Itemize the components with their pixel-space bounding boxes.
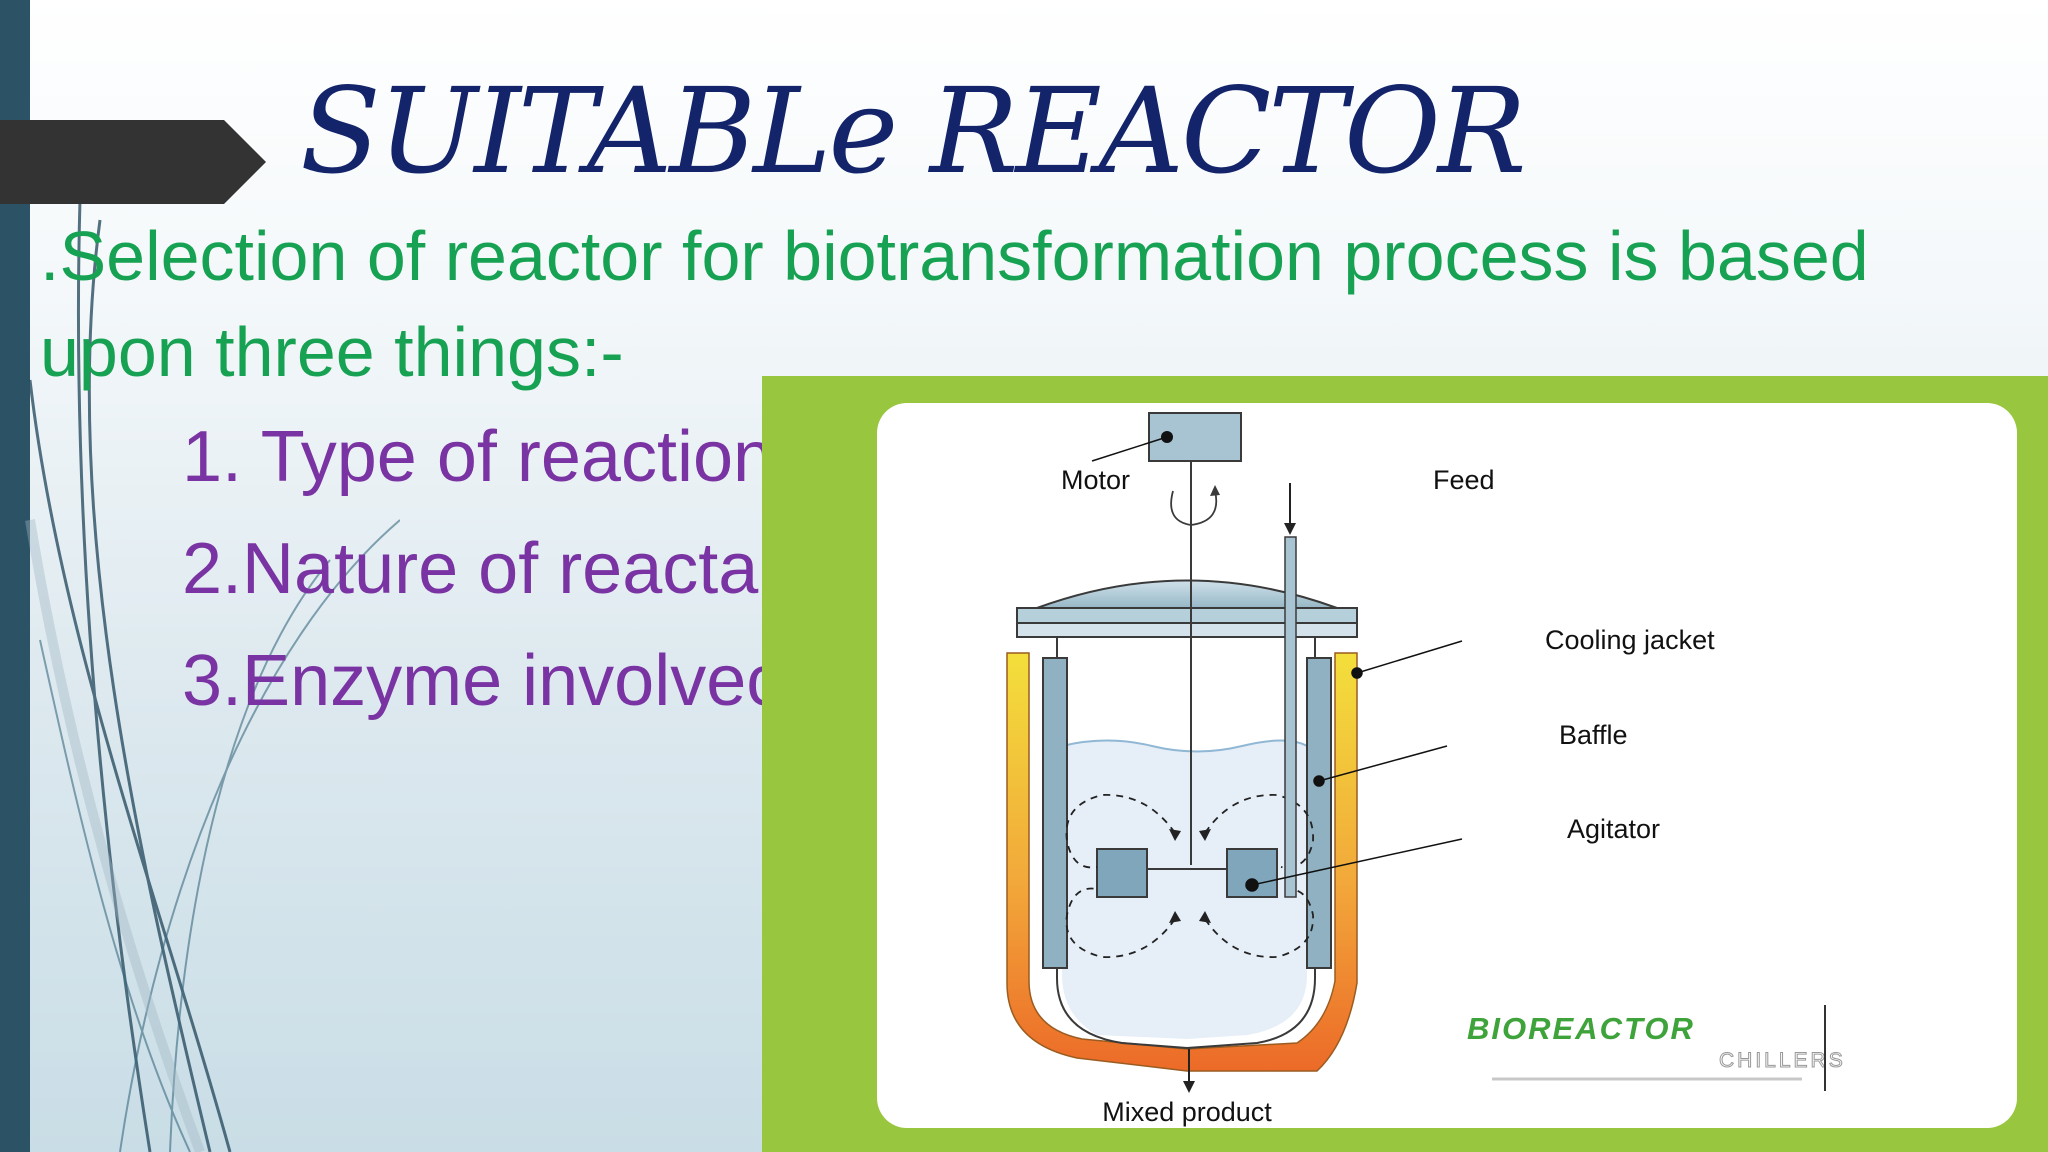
label-feed: Feed <box>1433 465 1495 495</box>
liquid-surface <box>1061 739 1308 753</box>
leader-lines <box>1091 436 1463 892</box>
bioreactor-diagram: Motor Feed Cooling jacket Baffle Agitato… <box>1006 412 1846 1127</box>
cooling-jacket <box>1006 652 1358 1072</box>
feed-pipe <box>1284 483 1297 898</box>
motor <box>1148 412 1242 462</box>
vessel-lid <box>1016 579 1358 638</box>
flow-arrows <box>1065 794 1314 958</box>
point-enzyme-involved: 3.Enzyme involvec <box>182 641 783 721</box>
title-arrow-shape <box>0 120 266 204</box>
liquid <box>1062 740 1307 1039</box>
bioreactor-chillers-logo: BIOREACTOR CHILLERS <box>1467 1005 1846 1091</box>
vessel-wall <box>1056 635 1316 1050</box>
label-cooling-jacket: Cooling jacket <box>1545 625 1715 655</box>
label-baffle: Baffle <box>1559 720 1628 750</box>
rotation-arrow <box>1170 490 1218 526</box>
decorative-swirl-lines <box>25 199 400 1152</box>
flow-arrowheads <box>1169 829 1211 923</box>
reactor-image-panel: Motor Feed Cooling jacket Baffle Agitato… <box>762 376 2048 1152</box>
rotation-arrowhead <box>1210 485 1220 496</box>
slide-title: SUITABLe REACTOR <box>300 62 1527 200</box>
label-motor: Motor <box>1061 465 1130 495</box>
point-nature-of-reactants: 2.Nature of reacta <box>182 529 759 609</box>
point-type-of-reaction: 1. Type of reaction <box>182 417 774 497</box>
agitator-impeller <box>1096 848 1278 898</box>
intro-text: .Selection of reactor for biotransformat… <box>40 217 1869 391</box>
label-mixed-product: Mixed product <box>1102 1097 1272 1127</box>
logo-line-1: BIOREACTOR <box>1467 1011 1695 1046</box>
reactor-diagram-card: Motor Feed Cooling jacket Baffle Agitato… <box>877 403 2017 1128</box>
logo-line-2: CHILLERS <box>1719 1049 1846 1072</box>
label-agitator: Agitator <box>1567 814 1660 844</box>
outlet-arrowhead <box>1183 1081 1195 1093</box>
